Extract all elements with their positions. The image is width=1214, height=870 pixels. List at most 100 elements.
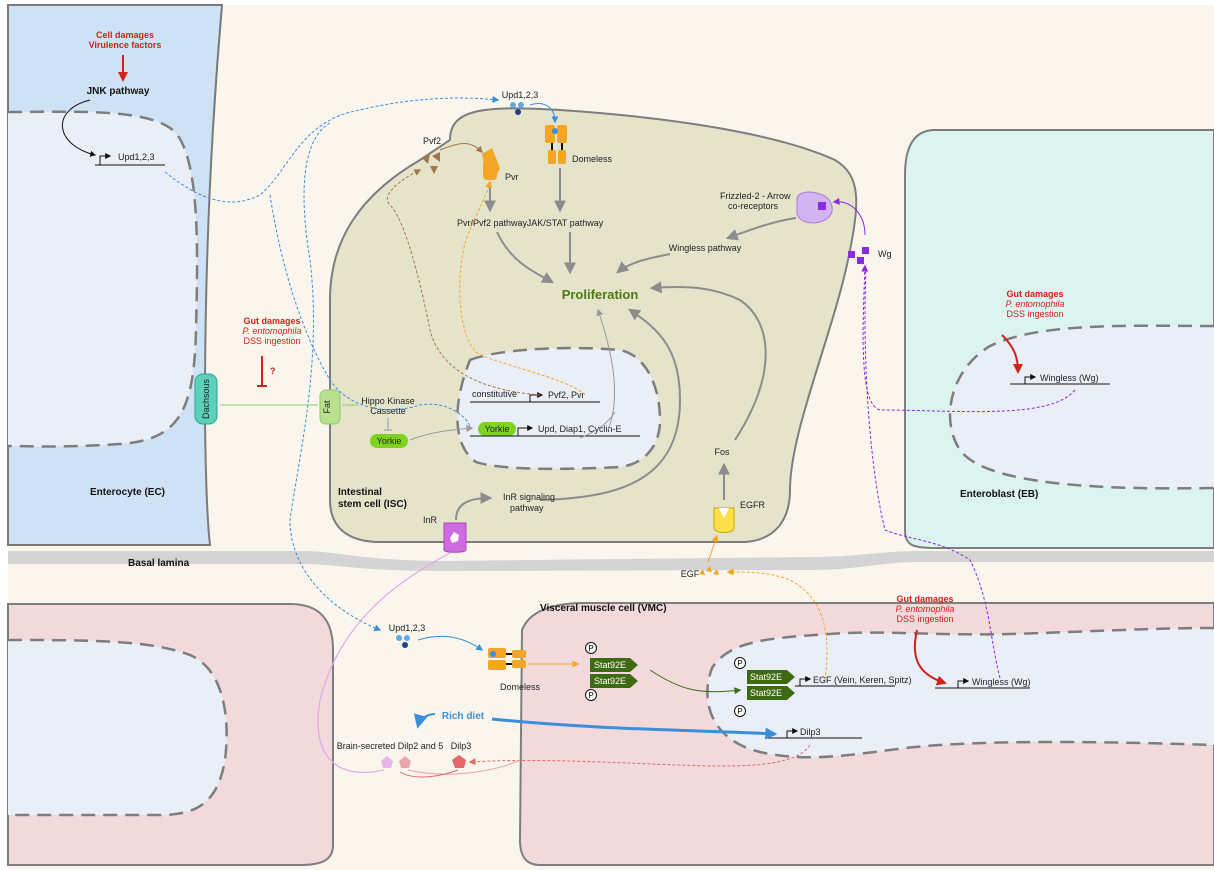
wg-ligand: [848, 247, 869, 264]
upd-gene-signal: [579, 411, 616, 439]
phospho-circle: [585, 689, 597, 701]
gut-damages-dss-2: DSS ingestion: [1006, 309, 1063, 319]
dilp3-gene-label: Dilp3: [800, 727, 821, 737]
upd-ligand-dot: [518, 102, 524, 108]
gut-damages-title-2: Gut damages: [1006, 289, 1063, 299]
phospho-label: P: [588, 691, 593, 700]
wg-promoter-eb: [1024, 374, 1037, 384]
rich-diet-brain-arrow: [413, 713, 436, 729]
upd-ligand-dot: [510, 102, 516, 108]
wg-to-proliferation: [616, 253, 671, 274]
fos-to-proliferation: [649, 281, 767, 441]
wingless-pathway-label: Wingless pathway: [669, 243, 742, 253]
cell-damages-label: Cell damages: [96, 30, 154, 40]
gut-damages-organism-2: P. entomophila: [1006, 299, 1065, 309]
rich-diet-dilp3-arrow: [491, 717, 778, 740]
domeless-receptor-bottom: [488, 648, 526, 670]
inr-to-pathway-arrow: [455, 492, 493, 521]
enteroblast-label: Enteroblast (EB): [960, 489, 1038, 500]
wg-bound-square: [818, 202, 826, 210]
egfr-notch: [719, 508, 729, 518]
stat92e-nuc-label-1: Stat92E: [750, 672, 782, 682]
isc-cell: [329, 107, 858, 543]
stat92e-nuc-label-2: Stat92E: [750, 688, 782, 698]
upd-ligand-dot: [515, 109, 521, 115]
hippo-label-line1: Hippo Kinase: [361, 396, 415, 406]
yorkie-nuclear-protein: [478, 422, 516, 436]
dilp-connector: [407, 759, 521, 775]
phospho-label: P: [588, 644, 593, 653]
isc-nucleus: [456, 346, 662, 471]
stat92e-dimer-nucleus: [747, 670, 795, 700]
gut-damages-title-1: Gut damages: [243, 316, 300, 326]
stat-nuclear-translocation: [649, 669, 742, 695]
egf-promoter: [799, 676, 812, 686]
gut-damages-organism-3: P. entomophila: [896, 604, 955, 614]
egf-ligand: [699, 566, 719, 575]
yorkie-label: Yorkie: [377, 436, 402, 446]
pvr-receptor: [482, 148, 500, 180]
inr-pathway-label-1: InR signaling: [503, 492, 555, 502]
upd-ligand-dot-bottom: [404, 635, 410, 641]
gut-damages-dss-1: DSS ingestion: [243, 336, 300, 346]
domeless-bottom-label: Domeless: [500, 682, 541, 692]
pvf2-secretion-path: [387, 169, 541, 396]
egf-gene-label: EGF (Vein, Keren, Spitz): [813, 675, 912, 685]
fat-protein: [319, 389, 341, 425]
upd-ec-to-vmc-path: [289, 122, 382, 632]
pvr-to-proliferation: [496, 231, 555, 284]
basal-lamina-band: [8, 551, 1214, 571]
dilp3-peptide: [452, 755, 466, 768]
jnk-pathway-label: JNK pathway: [87, 86, 150, 97]
phospho-circle: [734, 705, 746, 717]
frizzled-receptor: [796, 191, 833, 224]
brain-dilp-label: Brain-secreted Dilp2 and 5: [337, 741, 444, 751]
pvf2-label: Pvf2: [423, 136, 441, 146]
pvf2-pvr-gene-label: Pvf2, Pvr: [548, 390, 585, 400]
upd-gene-ec-label: Upd1,2,3: [118, 152, 155, 162]
upd-diap-gene-label: Upd, Diap1, Cyclin-E: [538, 424, 622, 434]
domeless-top-label: Domeless: [572, 154, 613, 164]
constitutive-label: constitutive: [472, 389, 517, 399]
gut-damages-organism-1: P. entomophila: [243, 326, 302, 336]
wg-label: Wg: [878, 249, 892, 259]
pvf2-ligand: [422, 152, 440, 174]
damage-arrow-eb: [1001, 334, 1023, 374]
fos-label: Fos: [714, 447, 730, 457]
dachsous-label: Dachsous: [201, 378, 211, 419]
phospho-label: P: [737, 659, 742, 668]
dilp3-promoter: [786, 728, 799, 738]
egf-label: EGF: [681, 569, 700, 579]
stat92e-dimer-cytoplasm: [590, 658, 638, 688]
vmc-label: Visceral muscle cell (VMC): [540, 603, 667, 614]
vmc-left-nucleus: [7, 638, 228, 817]
upd-diap-promoter: [517, 425, 534, 436]
dilp2-peptide: [381, 756, 393, 768]
fat-label: Fat: [322, 400, 332, 414]
dilp-to-inr-line: [317, 552, 451, 774]
inr-pathway-label-2: pathway: [510, 503, 544, 513]
question-mark: ?: [270, 366, 276, 376]
jak-stat-label: JAK/STAT pathway: [527, 218, 604, 228]
inr-ligand-slot: [450, 532, 459, 543]
upd-promoter-ec: [99, 153, 112, 165]
stat92e-label-2: Stat92E: [594, 676, 626, 686]
wg-secretion-eb: [861, 264, 1076, 413]
dachsous-protein: [194, 373, 218, 425]
dilp3-label: Dilp3: [451, 741, 472, 751]
enterocyte-nucleus: [7, 110, 199, 448]
wg-promoter-vmc: [957, 678, 970, 688]
inr-label: InR: [423, 515, 438, 525]
frizzled-label-line1: Frizzled-2 - Arrow: [720, 191, 791, 201]
pvr-label: Pvr: [505, 172, 519, 182]
basal-lamina-label: Basal lamina: [128, 558, 190, 569]
enterocyte-label: Enterocyte (EC): [90, 487, 165, 498]
proliferation-label: Proliferation: [562, 287, 639, 302]
upd-top-label: Upd1,2,3: [502, 90, 539, 100]
phospho-label: P: [737, 707, 742, 716]
pvf2-to-pvr-arrow: [439, 143, 483, 153]
isc-label-line2: stem cell (ISC): [338, 499, 407, 510]
egfr-label: EGFR: [740, 500, 766, 510]
isc-label-line1: Intestinal: [338, 487, 382, 498]
